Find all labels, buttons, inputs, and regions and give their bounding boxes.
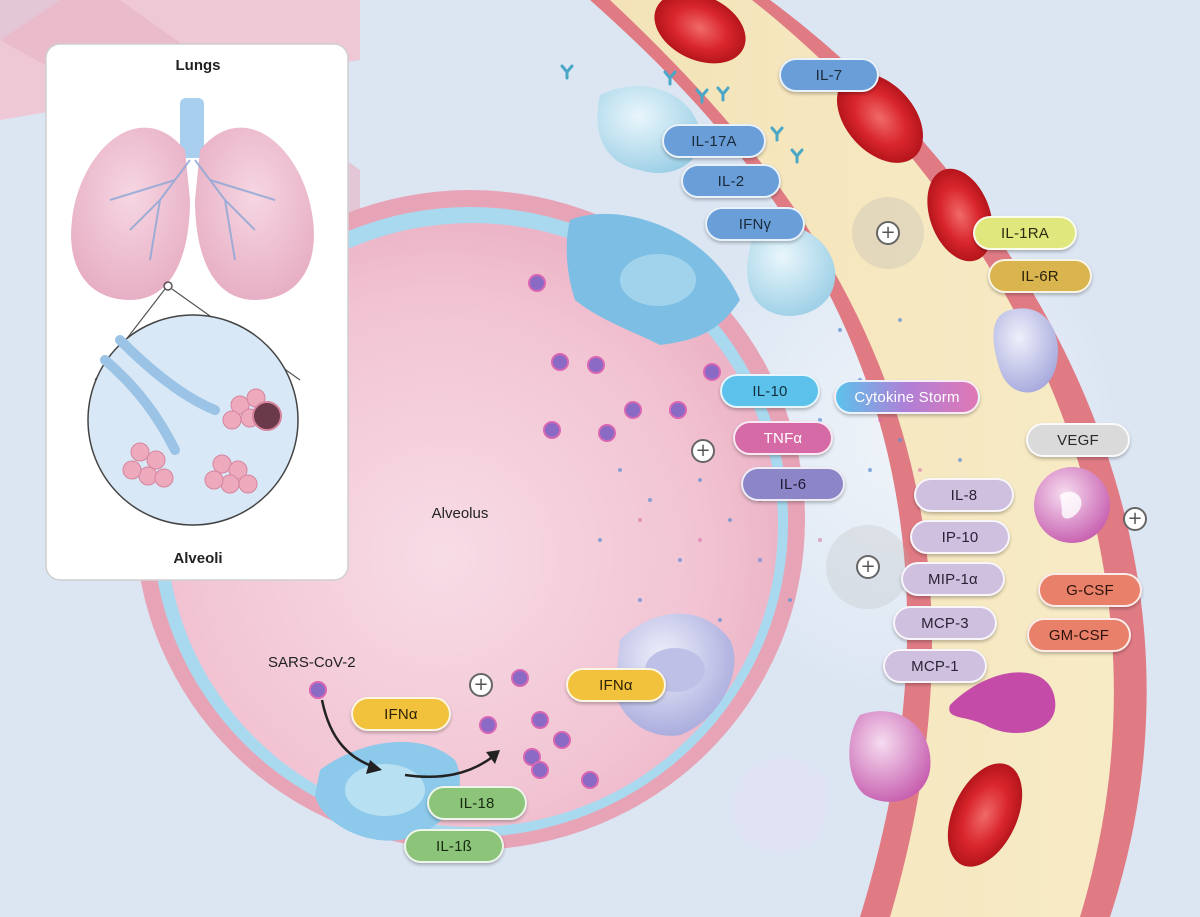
cytokine-pill-ip10: IP-10 <box>910 520 1010 554</box>
cytokine-pill-il7: IL-7 <box>779 58 879 92</box>
alveolus-label: Alveolus <box>431 505 489 522</box>
cytokine-pill-il10: IL-10 <box>720 374 820 408</box>
cytokine-pill-gmcsf: GM-CSF <box>1027 618 1131 652</box>
cytokine-pill-ifna1: IFNα <box>351 697 451 731</box>
cytokine-pill-mcp3: MCP-3 <box>893 606 997 640</box>
plus-icon: + <box>469 673 493 697</box>
cytokine-pill-il6: IL-6 <box>741 467 845 501</box>
plus-icon: + <box>691 439 715 463</box>
cytokine-pill-ifna2: IFNα <box>566 668 666 702</box>
cytokine-pill-il6r: IL-6R <box>988 259 1092 293</box>
alveoli-label: Alveoli <box>173 550 223 567</box>
cytokine-pill-tnfa: TNFα <box>733 421 833 455</box>
cytokine-pill-mip1a: MIP-1α <box>901 562 1005 596</box>
cytokine-pill-il8: IL-8 <box>914 478 1014 512</box>
cytokine-pill-ifng: IFNγ <box>705 207 805 241</box>
cytokine-pill-il1ra: IL-1RA <box>973 216 1077 250</box>
virus-label: SARS-CoV-2 <box>268 654 356 671</box>
cytokine-pill-il18: IL-18 <box>427 786 527 820</box>
plus-icon: + <box>876 221 900 245</box>
plus-icon: + <box>856 555 880 579</box>
cytokine-pill-mcp1: MCP-1 <box>883 649 987 683</box>
plus-icon: + <box>1123 507 1147 531</box>
cytokine-pill-vegf: VEGF <box>1026 423 1130 457</box>
cytokine-pill-gcsf: G-CSF <box>1038 573 1142 607</box>
cytokine-pill-storm: Cytokine Storm <box>834 380 980 414</box>
lungs-label: Lungs <box>175 57 221 74</box>
cytokine-pill-il2: IL-2 <box>681 164 781 198</box>
cytokine-pill-il1b: IL-1ß <box>404 829 504 863</box>
cytokine-pill-il17a: IL-17A <box>662 124 766 158</box>
